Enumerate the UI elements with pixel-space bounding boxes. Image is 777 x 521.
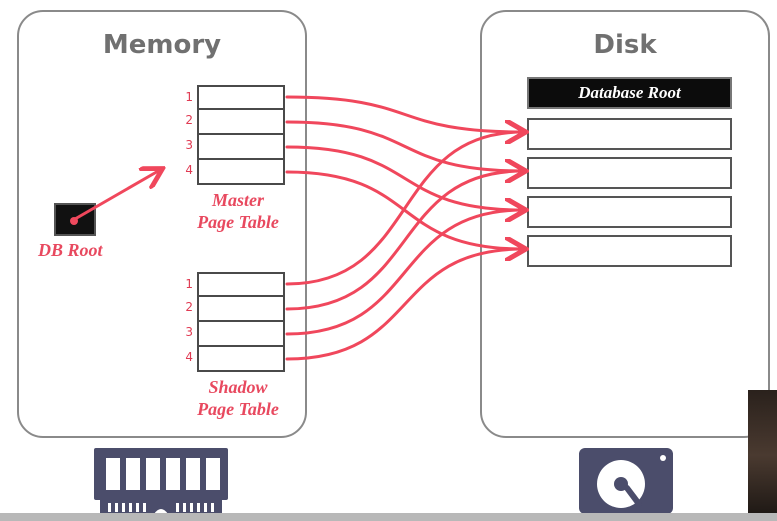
ram-module-icon bbox=[94, 448, 228, 514]
shadow-page-table: 1 2 3 4 bbox=[185, 272, 285, 372]
master-label-line2: Page Table bbox=[197, 212, 279, 232]
shadow-arrow-1 bbox=[285, 132, 523, 286]
shadow-label-line1: Shadow bbox=[208, 377, 268, 397]
shadow-row-1: 1 bbox=[185, 272, 285, 297]
disk-page-3 bbox=[527, 196, 732, 228]
master-row-4: 4 bbox=[185, 160, 285, 185]
shadow-row-3: 3 bbox=[185, 322, 285, 347]
shadow-row-2: 2 bbox=[185, 297, 285, 322]
shadow-row-number: 2 bbox=[185, 300, 193, 314]
shadow-row-number: 3 bbox=[185, 325, 193, 339]
db-root-arrow bbox=[73, 170, 160, 221]
disk-title: Disk bbox=[593, 30, 657, 60]
master-arrow-2 bbox=[285, 120, 523, 171]
db-root-label: DB Root bbox=[38, 240, 103, 260]
shadow-label-line2: Page Table bbox=[197, 399, 279, 419]
shadow-page-table-label: Shadow Page Table bbox=[173, 376, 303, 420]
master-page-table-label: Master Page Table bbox=[173, 189, 303, 233]
master-arrow-3 bbox=[285, 145, 523, 210]
shadow-arrow-4 bbox=[285, 249, 523, 361]
disk-page-2 bbox=[527, 157, 732, 189]
shadow-arrow-3 bbox=[285, 210, 523, 336]
disk-page-4 bbox=[527, 235, 732, 267]
master-row-number: 2 bbox=[185, 113, 193, 127]
master-row-3: 3 bbox=[185, 135, 285, 160]
master-row-number: 3 bbox=[185, 138, 193, 152]
db-root-pointer-dot bbox=[70, 217, 78, 225]
memory-title: Memory bbox=[102, 30, 222, 60]
master-arrow-1 bbox=[285, 95, 523, 132]
disk-page-1 bbox=[527, 118, 732, 150]
master-page-table: 1 2 3 4 bbox=[185, 85, 285, 185]
database-root-block: Database Root bbox=[527, 77, 732, 109]
shadow-row-number: 4 bbox=[185, 350, 193, 364]
master-label-line1: Master bbox=[211, 190, 264, 210]
speaker-video-thumbnail bbox=[748, 390, 777, 521]
shadow-arrow-2 bbox=[285, 171, 523, 311]
bottom-bar bbox=[0, 513, 777, 521]
master-row-1: 1 bbox=[185, 85, 285, 110]
hard-drive-icon bbox=[579, 448, 673, 514]
shadow-row-4: 4 bbox=[185, 347, 285, 372]
master-row-number: 1 bbox=[185, 90, 193, 104]
master-row-number: 4 bbox=[185, 163, 193, 177]
shadow-row-number: 1 bbox=[185, 277, 193, 291]
master-row-2: 2 bbox=[185, 110, 285, 135]
